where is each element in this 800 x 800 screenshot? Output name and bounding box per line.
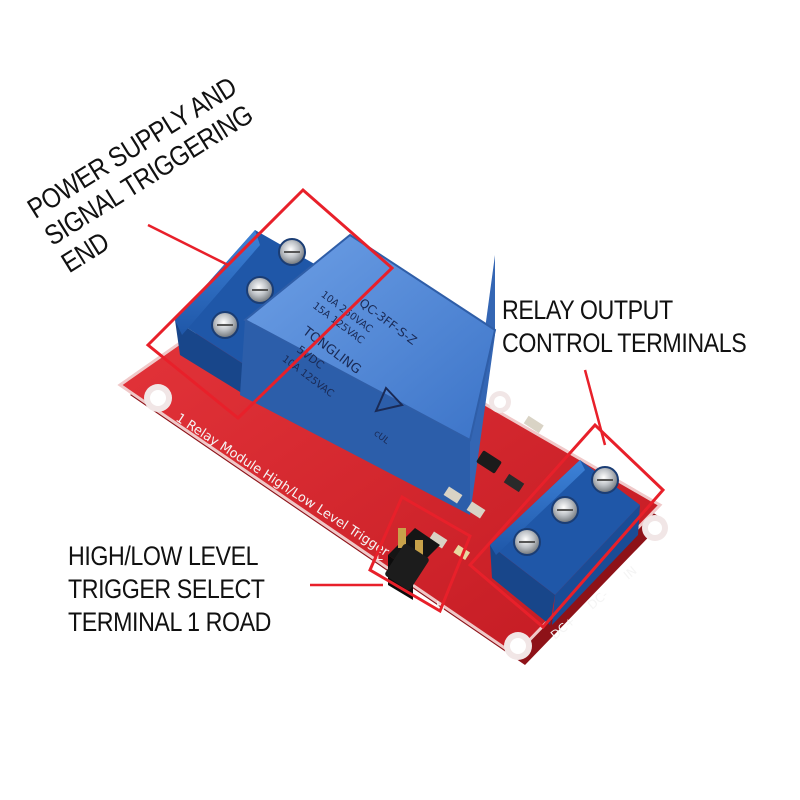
mounting-hole-icon	[144, 384, 172, 412]
mounting-hole-icon	[504, 632, 532, 660]
highlight-box-trigger	[368, 494, 472, 614]
screw-icon	[513, 528, 541, 556]
screw-icon	[551, 496, 579, 524]
highlight-box-relay-output	[467, 422, 666, 630]
callout-line-text: HIGH/LOW LEVEL	[68, 541, 259, 571]
relay-component	[240, 233, 497, 515]
pin-in-label: IN	[621, 564, 640, 583]
callout-line-relay-output	[583, 369, 607, 446]
callout-line-text: RELAY OUTPUT	[502, 295, 673, 325]
callout-trigger-select: HIGH/LOW LEVEL TRIGGER SELECT TERMINAL 1…	[68, 540, 271, 639]
smd-components	[428, 415, 544, 561]
screw-icon	[278, 238, 306, 266]
callout-relay-output: RELAY OUTPUT CONTROL TERMINALS	[502, 294, 747, 360]
mounting-hole-icon	[489, 391, 511, 413]
jumper-header	[385, 528, 440, 600]
callout-line-text: TERMINAL 1 ROAD	[68, 607, 272, 637]
highlight-box-power	[145, 187, 395, 421]
callout-line-text: TRIGGER SELECT	[68, 574, 265, 604]
jumper-low-label: L	[376, 549, 383, 563]
mounting-hole-icon	[642, 515, 668, 541]
screw-icon	[591, 466, 619, 494]
output-terminal-block	[490, 460, 640, 625]
warning-triangle-icon	[374, 386, 404, 413]
callout-line-power	[147, 223, 229, 267]
callout-line-text: CONTROL TERMINALS	[502, 328, 747, 358]
screw-icon	[211, 311, 239, 339]
screw-icon	[246, 276, 274, 304]
